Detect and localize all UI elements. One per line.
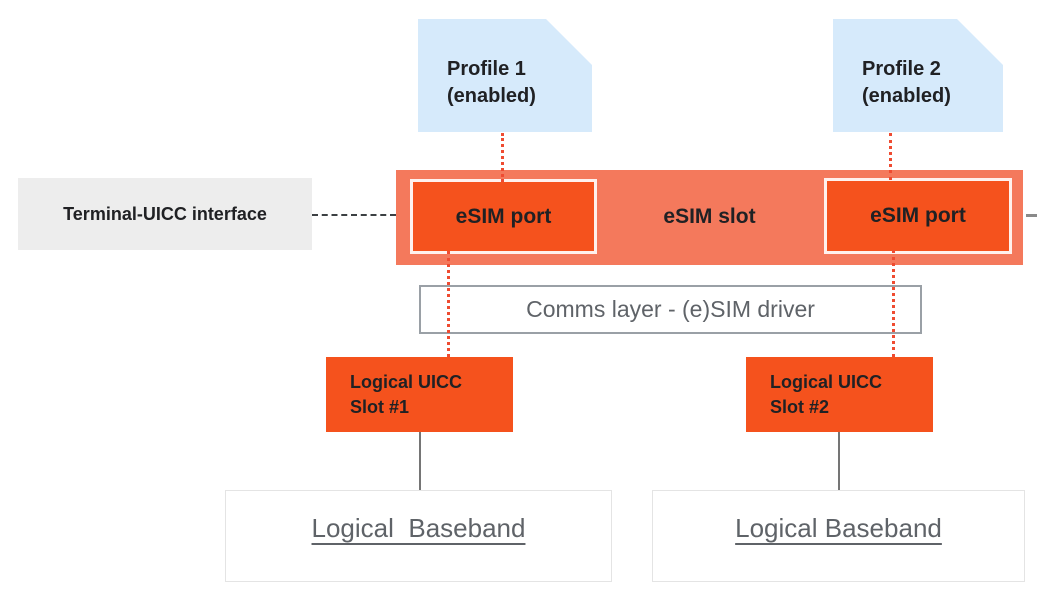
profile-1-state: (enabled) bbox=[447, 84, 536, 107]
esim-port-2-label: eSIM port bbox=[870, 204, 966, 227]
connector-terminal-slot-dashed bbox=[312, 214, 396, 216]
profile-2-name: Profile 2 bbox=[862, 57, 941, 80]
logical-uicc-slot-2: Logical UICC Slot #2 bbox=[746, 357, 933, 432]
connector-slot-right-dash bbox=[1026, 214, 1037, 217]
esim-port-1-label: eSIM port bbox=[455, 204, 552, 228]
logical-uicc-slot-1-line2: Slot #1 bbox=[350, 396, 410, 417]
esim-slot-label: eSIM slot bbox=[663, 204, 756, 228]
profile-2-state: (enabled) bbox=[862, 84, 951, 107]
logical-baseband-2-label: Logical Baseband bbox=[735, 513, 942, 543]
logical-uicc-slot-2-line2: Slot #2 bbox=[770, 396, 830, 417]
esim-slot: eSIM slot eSIM port eSIM port bbox=[396, 170, 1023, 265]
connector-profile1-port1 bbox=[501, 133, 504, 182]
terminal-uicc-interface-label: Terminal-UICC interface bbox=[18, 178, 312, 250]
logical-uicc-slot-1-line1: Logical UICC bbox=[350, 371, 463, 392]
comms-layer-label: Comms layer - (e)SIM driver bbox=[526, 296, 815, 322]
connector-port2-uiccslot2 bbox=[892, 250, 895, 357]
esim-port-2: eSIM port bbox=[824, 178, 1012, 254]
profile-2-card: Profile 2 (enabled) bbox=[833, 19, 1003, 132]
profile-1-card: Profile 1 (enabled) bbox=[418, 19, 592, 132]
terminal-uicc-interface-text: Terminal-UICC interface bbox=[63, 203, 267, 224]
logical-baseband-1-label: Logical Baseband bbox=[311, 513, 526, 543]
comms-layer-box: Comms layer - (e)SIM driver bbox=[419, 285, 922, 334]
profile-1-name: Profile 1 bbox=[447, 57, 526, 80]
esim-port-1: eSIM port bbox=[410, 179, 597, 254]
logical-baseband-2: Logical Baseband bbox=[652, 490, 1025, 582]
logical-uicc-slot-1: Logical UICC Slot #1 bbox=[326, 357, 513, 432]
connector-profile2-port2 bbox=[889, 133, 892, 180]
connector-uiccslot1-baseband1 bbox=[419, 432, 421, 490]
connector-port1-uiccslot1 bbox=[447, 251, 450, 357]
connector-uiccslot2-baseband2 bbox=[838, 432, 840, 490]
logical-baseband-1: Logical Baseband bbox=[225, 490, 612, 582]
logical-uicc-slot-2-line1: Logical UICC bbox=[770, 371, 883, 392]
